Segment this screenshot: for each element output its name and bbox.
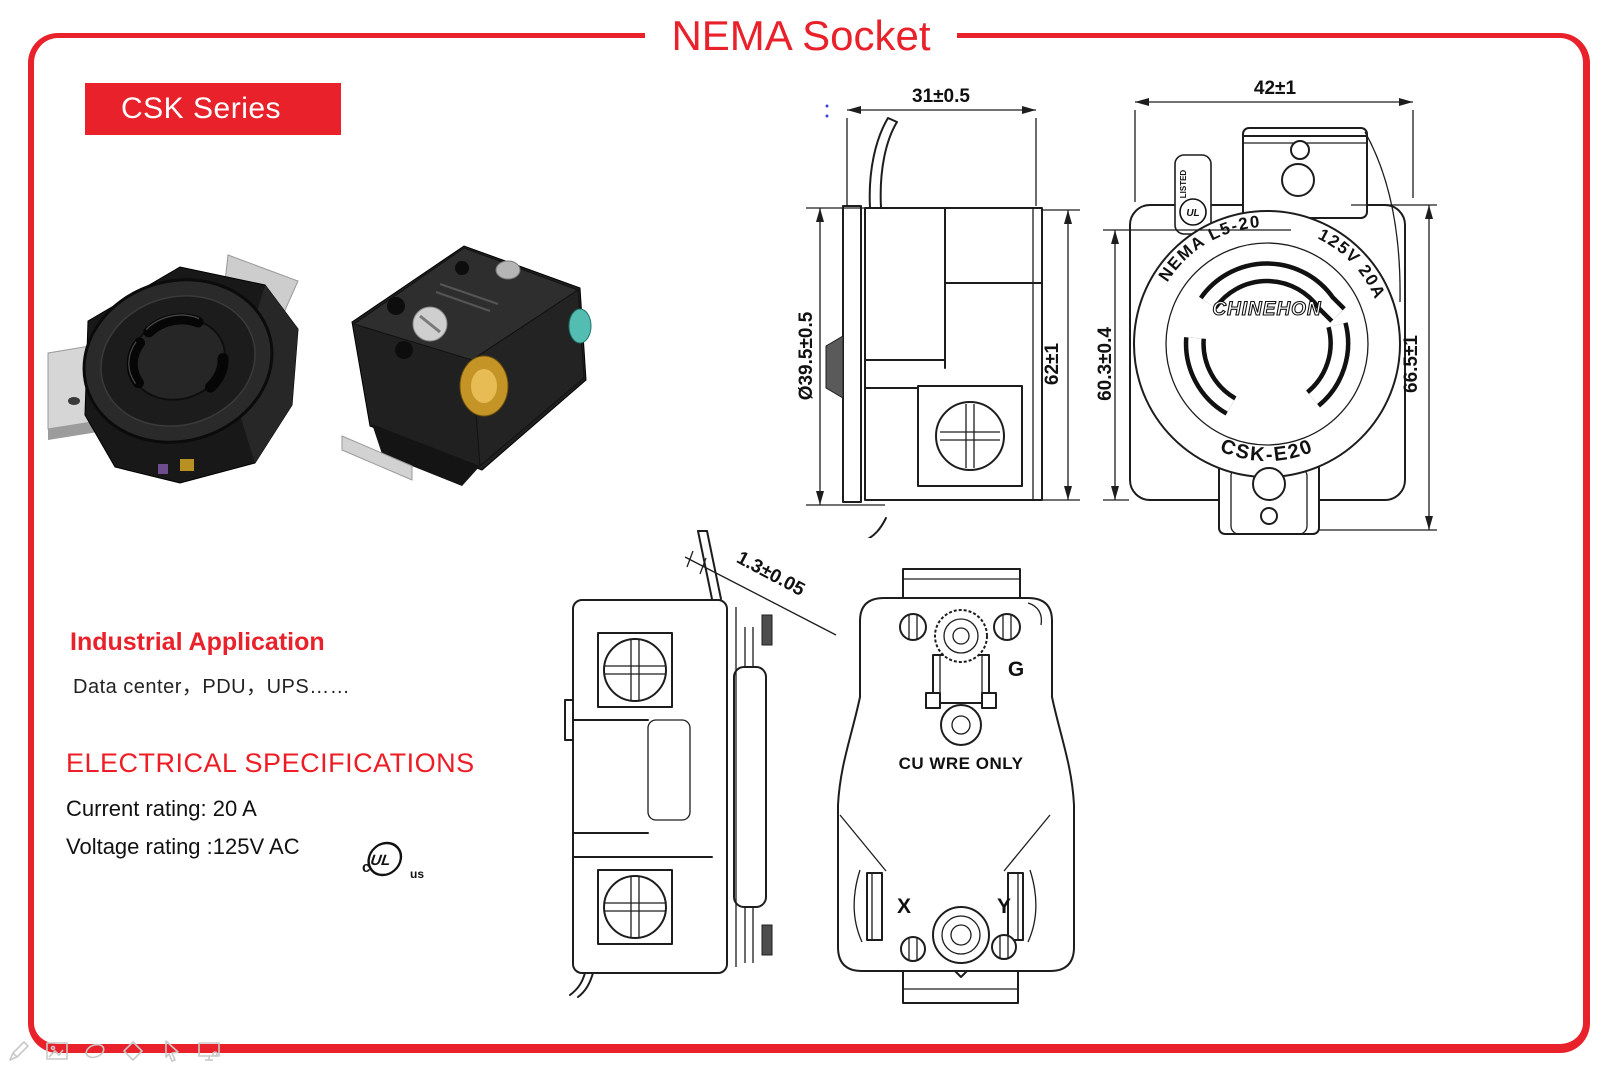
face-inner-ring (1165, 242, 1369, 446)
dim-diameter-label: Ø39.5±0.5 (796, 311, 817, 400)
molded-text-hint (435, 283, 499, 312)
strap-clip (825, 335, 844, 399)
twist-lock-slots (1183, 261, 1351, 416)
mount-hole (387, 297, 405, 315)
terminal-screw-teal (568, 308, 592, 344)
dim-diameter: Ø39.5±0.5 (796, 207, 885, 506)
dim-right-height-label: 66.5±1 (1401, 335, 1422, 393)
wire-note: CU WRE ONLY (899, 754, 1024, 773)
bracket-hole (68, 397, 80, 405)
bottom-screws (900, 906, 1017, 964)
series-badge: CSK Series (85, 83, 341, 135)
terminal-screw-top (597, 632, 673, 708)
terminal-screw-bottom (597, 869, 673, 945)
side-bracket (733, 666, 767, 908)
terminal-x-label: X (897, 895, 911, 918)
editor-toolbar-artifact (6, 1038, 222, 1064)
monitor-icon[interactable] (196, 1038, 222, 1064)
terminal-y-label: Y (997, 895, 1011, 918)
page-title: NEMA Socket (671, 12, 931, 59)
page-title-patch: NEMA Socket (645, 10, 957, 62)
dim-width-label: 31±0.5 (912, 86, 970, 107)
ellipse-icon[interactable] (82, 1038, 108, 1064)
slot-top (143, 313, 204, 338)
dim-height-label: 62±1 (1042, 343, 1063, 386)
mount-hole (395, 341, 413, 359)
side-view-drawing: 31±0.5 Ø39.5±0.5 62±1 (796, 86, 1080, 538)
page-border (28, 33, 1590, 1053)
tab-hole-small (1290, 140, 1310, 160)
mount-hole (455, 261, 469, 275)
side-view-bottom-drawing: 1.3±0.05 (564, 530, 837, 998)
back-view-drawing: G CU WRE ONLY X Y (837, 568, 1075, 1004)
socket-face (82, 278, 274, 444)
product-photo-back (341, 245, 592, 486)
ul-circle-icon (367, 841, 403, 877)
tab-hole-large (1281, 163, 1315, 197)
dim-width-label: 42±1 (1254, 78, 1297, 99)
bottom-tab-hole-small (1260, 507, 1278, 525)
image-icon[interactable] (44, 1038, 70, 1064)
face-label-brand: CHINEHON (1212, 299, 1322, 320)
pencil-icon[interactable] (6, 1038, 32, 1064)
ul-mark-text: UL (1186, 208, 1199, 219)
slot-right (204, 352, 229, 393)
cul-suffix: us (410, 867, 424, 881)
ground-label: G (1008, 658, 1024, 681)
dim-width: 42±1 (1134, 78, 1414, 202)
cul-prefix: c (362, 859, 370, 876)
stray-colon-artifact: ： (822, 100, 842, 122)
application-items: Data center，PDU，UPS…… (73, 676, 351, 698)
diamond-icon[interactable] (120, 1038, 146, 1064)
cursor-icon[interactable] (158, 1038, 184, 1064)
electrical-heading: ELECTRICAL SPECIFICATIONS (66, 748, 475, 778)
wire-bottom (569, 972, 586, 996)
gasket-flap (1364, 131, 1401, 303)
top-side-screws (899, 613, 1021, 641)
mount-strap-top (868, 117, 898, 209)
terminal-screw-top (495, 260, 521, 280)
product-photo-front (47, 254, 299, 484)
ul-listing-label: LISTED UL (1174, 154, 1212, 235)
terminal-screw (935, 401, 1005, 471)
dim-height: 62±1 (1042, 209, 1080, 501)
ul-listed-text: LISTED (1179, 170, 1188, 199)
dim-left-height-label: 60.3±0.4 (1095, 327, 1116, 401)
slot-left (126, 337, 146, 389)
wire-bottom (867, 517, 887, 538)
dim-width: 31±0.5 (846, 86, 1037, 206)
current-rating: Current rating: 20 A (66, 796, 257, 821)
mount-bracket-plate (341, 435, 413, 481)
series-badge-label: CSK Series (121, 92, 282, 125)
side-plates (853, 869, 1037, 943)
ground-terminal (925, 609, 997, 746)
cul-us-mark: c UL us (362, 841, 424, 881)
voltage-rating: Voltage rating :125V AC (66, 834, 300, 859)
terminal-glint-purple (158, 464, 168, 474)
terminal-glint-gold (180, 459, 194, 471)
dim-left-height: 60.3±0.4 (1095, 229, 1291, 501)
application-heading: Industrial Application (70, 628, 325, 656)
dim-right-height: 66.5±1 (1319, 204, 1437, 531)
front-view-drawing: LISTED UL NEMA L5-20 125V 20A CSK-E20 CH… (1095, 78, 1437, 535)
ul-letters: UL (369, 852, 391, 869)
bottom-tab-hole-large (1252, 467, 1286, 501)
